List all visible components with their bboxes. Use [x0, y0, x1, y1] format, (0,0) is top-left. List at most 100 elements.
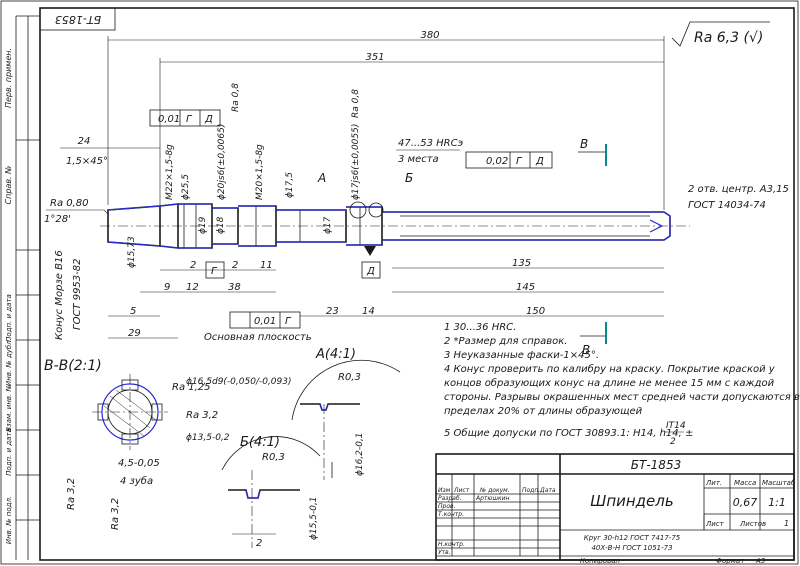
svg-text:Ra 6,3 (√): Ra 6,3 (√) — [694, 30, 763, 46]
svg-text:Г: Г — [285, 316, 292, 327]
svg-text:R0,3: R0,3 — [262, 452, 285, 463]
dim-380: 380 — [420, 30, 439, 41]
dim-24: 24 — [78, 136, 91, 147]
inner-frame — [39, 7, 795, 561]
svg-text:Артюшкин: Артюшкин — [475, 495, 509, 502]
svg-text:Ra 3,2: Ra 3,2 — [186, 410, 218, 421]
svg-text:23: 23 — [326, 306, 339, 317]
svg-text:150: 150 — [526, 306, 545, 317]
svg-text:4 зуба: 4 зуба — [120, 475, 153, 487]
svg-text:135: 135 — [512, 258, 531, 269]
hardness-note: 47...53 HRCэ — [398, 138, 463, 149]
svg-text:ϕ17: ϕ17 — [323, 216, 333, 234]
main-plane: Основная плоскость — [204, 332, 312, 343]
svg-text:R0,3: R0,3 — [338, 372, 361, 383]
svg-text:Разраб.: Разраб. — [438, 495, 462, 502]
svg-text:IT14: IT14 — [666, 421, 686, 431]
svg-text:3 Неуказанные фаски-1×45°.: 3 Неуказанные фаски-1×45°. — [444, 350, 599, 361]
svg-text:Г: Г — [516, 156, 523, 167]
centers-std: ГОСТ 14034-74 — [688, 200, 766, 211]
svg-text:38: 38 — [228, 282, 241, 293]
svg-text:2: 2 — [190, 260, 196, 271]
svg-text:Лист: Лист — [453, 487, 470, 494]
svg-text:№ докум.: № докум. — [479, 487, 510, 494]
svg-text:Лист: Лист — [705, 520, 725, 528]
svg-text:Лит.: Лит. — [705, 479, 722, 487]
svg-text:Ra 1,25: Ra 1,25 — [172, 382, 211, 393]
svg-text:2: 2 — [670, 437, 676, 447]
svg-text:ГОСТ 9953-82: ГОСТ 9953-82 — [72, 259, 83, 331]
centers-note: 2 отв. центр. А3,15 — [688, 184, 789, 195]
svg-text:40Х-В-Н ГОСТ 1051-73: 40Х-В-Н ГОСТ 1051-73 — [591, 544, 672, 552]
svg-text:5: 5 — [130, 306, 136, 317]
svg-text:14: 14 — [362, 306, 375, 317]
roughness-general: Ra 6,3 (√) — [671, 21, 770, 47]
svg-text:стороны. Разрывы окрашенных ме: стороны. Разрывы окрашенных мест средней… — [444, 392, 800, 403]
svg-text:Дата: Дата — [539, 487, 556, 494]
svg-text:Ra 0,8: Ra 0,8 — [351, 89, 361, 118]
svg-text:Масса: Масса — [734, 479, 756, 487]
svg-text:0,01: 0,01 — [158, 114, 180, 125]
dim-351: 351 — [365, 52, 384, 63]
svg-text:145: 145 — [516, 282, 535, 293]
dimension-lines — [60, 36, 665, 210]
svg-text:Т.контр.: Т.контр. — [438, 511, 464, 518]
datum-g: Г — [205, 261, 225, 279]
svg-text:Ra 3,2: Ra 3,2 — [66, 478, 77, 510]
svg-text:5 Общие допуски по ГОСТ 30893: 5 Общие допуски по ГОСТ 30893.1: H14, h1… — [444, 427, 693, 439]
svg-text:ϕ19: ϕ19 — [198, 216, 208, 234]
svg-text:Подп.: Подп. — [522, 487, 540, 494]
svg-text:Копировал: Копировал — [580, 557, 621, 565]
svg-text:ϕ15,73: ϕ15,73 — [127, 236, 137, 268]
svg-text:Изм: Изм — [438, 487, 451, 494]
svg-text:29: 29 — [128, 328, 141, 339]
svg-text:Листов: Листов — [739, 520, 766, 528]
svg-text:Ra 0,80: Ra 0,80 — [50, 198, 89, 209]
svg-text:Г: Г — [186, 114, 193, 125]
svg-text:1:1: 1:1 — [768, 496, 786, 509]
svg-text:11: 11 — [260, 260, 273, 271]
detail-a-circle — [349, 201, 367, 219]
svg-text:4,5-0,05: 4,5-0,05 — [118, 458, 160, 469]
side-column: Перв. примен. Справ. № Подп. и дата Инв.… — [4, 15, 40, 560]
view-b-label: Б — [405, 171, 413, 185]
svg-text:А3: А3 — [755, 557, 765, 565]
svg-text:ϕ17js6(±0,0055): ϕ17js6(±0,0055) — [351, 124, 361, 200]
dim-chamfer: 1,5×45° — [66, 156, 108, 167]
svg-text:ϕ15,5-0,1: ϕ15,5-0,1 — [309, 496, 319, 540]
svg-text:БТ-1853: БТ-1853 — [631, 458, 681, 472]
svg-text:Подп. и дата: Подп. и дата — [5, 428, 13, 476]
svg-text:Формат: Формат — [716, 557, 745, 565]
section-vv: В-В(2:1) Ra 1,25 ϕ16,5d9(-0,050/-0,093) … — [44, 358, 292, 530]
svg-text:1: 1 — [784, 519, 789, 528]
detail-b-circle — [368, 202, 384, 218]
svg-text:2: 2 — [256, 538, 262, 549]
tolerance-frame-2: 0,02 Г Д — [465, 151, 553, 169]
tolerance-frame-1: 0,01 Г Д — [149, 109, 221, 127]
svg-text:Пров.: Пров. — [438, 503, 456, 510]
svg-text:2 *Размер для справок.: 2 *Размер для справок. — [444, 336, 567, 347]
svg-text:ϕ20js6(±0,0065): ϕ20js6(±0,0065) — [217, 124, 227, 200]
svg-text:0,02: 0,02 — [486, 156, 508, 167]
shaft-blue-highlights — [107, 203, 671, 249]
stamp-box — [39, 7, 116, 31]
view-a-label: А — [317, 171, 326, 185]
svg-text:Инв. № подл.: Инв. № подл. — [5, 496, 13, 544]
svg-text:Перв. примен.: Перв. примен. — [4, 48, 13, 108]
svg-text:ϕ17,5: ϕ17,5 — [285, 172, 295, 198]
svg-text:А(4:1): А(4:1) — [315, 347, 356, 362]
arrow-v-top: В — [580, 137, 588, 151]
svg-text:Взам. инв. №: Взам. инв. № — [5, 384, 13, 432]
svg-text:Подп. и дата: Подп. и дата — [5, 294, 13, 342]
detail-a: А(4:1) R0,3 ϕ16,2-0,1 — [291, 347, 401, 480]
notes: 1 30...36 HRC. 2 *Размер для справок. 3 … — [444, 322, 800, 447]
svg-text:Масштаб: Масштаб — [762, 479, 796, 487]
svg-text:Конус Морзе В16: Конус Морзе В16 — [54, 250, 65, 340]
svg-text:Б(4:1): Б(4:1) — [240, 435, 280, 450]
svg-text:ϕ18: ϕ18 — [216, 216, 226, 234]
tolerance-frame-3: 0,01 Г — [229, 311, 301, 329]
datum-d: Д — [361, 246, 381, 279]
svg-text:Г: Г — [211, 266, 218, 277]
